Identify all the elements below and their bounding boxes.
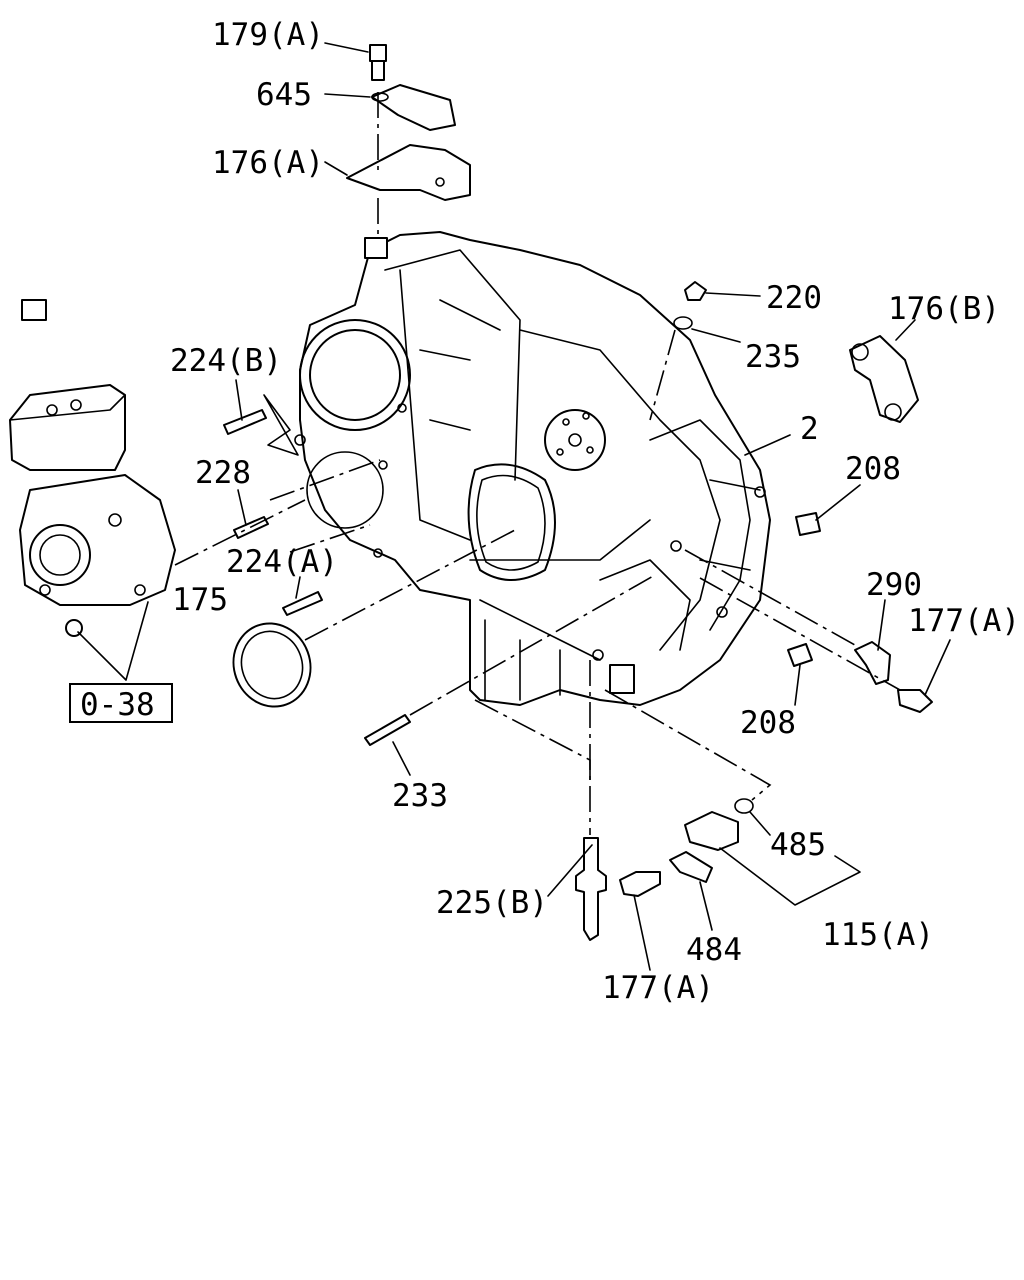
callout-484: 484 — [686, 932, 742, 968]
callout-038: 0-38 — [80, 687, 155, 723]
callout-2: 2 — [800, 411, 819, 447]
callout-179a: 179(A) — [212, 17, 324, 53]
callout-645: 645 — [256, 77, 312, 113]
air-compressor-drawing — [9, 299, 176, 637]
leader-lines — [77, 42, 951, 971]
callout-208-top: 208 — [845, 451, 901, 487]
callout-177a-right: 177(A) — [908, 603, 1020, 639]
callout-224b: 224(B) — [170, 343, 282, 379]
callout-038-box — [69, 683, 173, 723]
callout-115a: 115(A) — [822, 917, 934, 953]
callout-233: 233 — [392, 778, 448, 814]
callout-175: 175 — [172, 582, 228, 618]
callout-177a-bottom: 177(A) — [602, 970, 714, 1006]
callout-235: 235 — [745, 339, 801, 375]
callout-176b: 176(B) — [888, 291, 1000, 327]
callout-224a: 224(A) — [226, 544, 338, 580]
callout-220: 220 — [766, 280, 822, 316]
center-lines — [174, 92, 901, 835]
callout-228: 228 — [195, 455, 251, 491]
callout-485: 485 — [770, 827, 826, 863]
callout-labels: 179(A) 645 176(A) 220 176(B) 235 224(B) … — [69, 17, 1020, 1006]
callout-208-bottom: 208 — [740, 705, 796, 741]
callout-225b: 225(B) — [436, 885, 548, 921]
callout-290: 290 — [866, 567, 922, 603]
small-parts — [223, 44, 933, 941]
flywheel-housing-drawing — [294, 231, 771, 706]
callout-176a: 176(A) — [212, 145, 324, 181]
